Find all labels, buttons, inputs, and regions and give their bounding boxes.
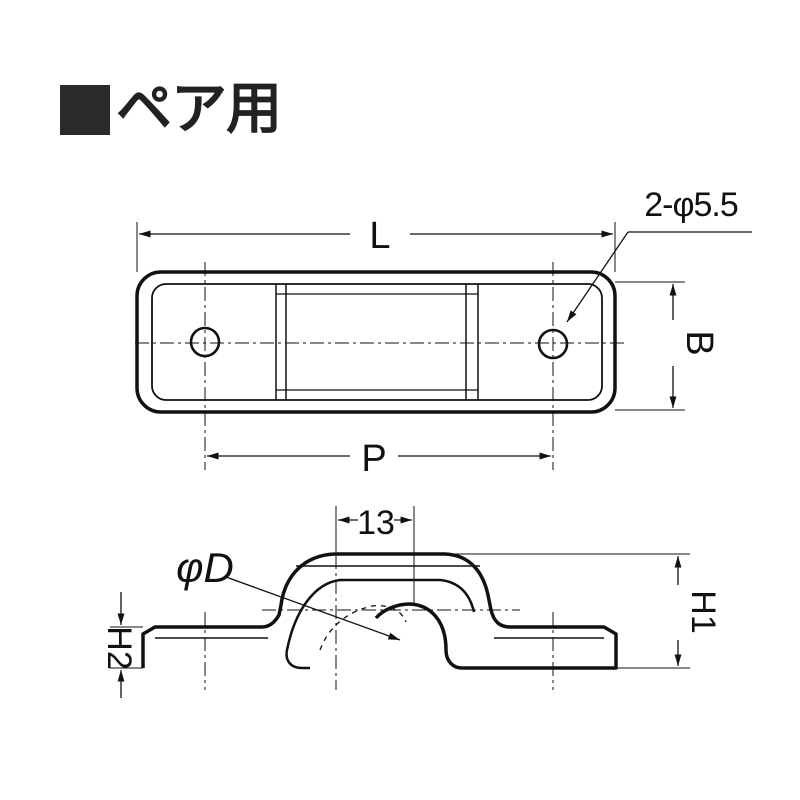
dim-label-13: 13 [357, 504, 395, 542]
dim-label-p: P [361, 438, 386, 480]
dim-label-diameter: φD [176, 544, 234, 591]
page-title: ペア用 [116, 77, 282, 142]
hole-leader-arrow [566, 231, 629, 323]
title-block: ペア用 [60, 77, 282, 142]
hole-spec-label: 2-φ5.5 [644, 186, 738, 224]
title-marker-square [60, 85, 110, 135]
dim-label-h1: H1 [684, 590, 722, 633]
plate-outline [135, 270, 617, 414]
dim-label-l: L [369, 215, 390, 257]
dim-label-b: B [678, 330, 720, 355]
side-view [110, 506, 690, 698]
diameter-leader [225, 576, 401, 641]
plan-view [135, 222, 752, 470]
hidden-arc [319, 605, 407, 651]
side-profile-outer [141, 552, 618, 670]
plate-inner-edge [151, 283, 603, 401]
side-profile-inner [285, 578, 476, 670]
dim-label-h2: H2 [100, 626, 138, 669]
